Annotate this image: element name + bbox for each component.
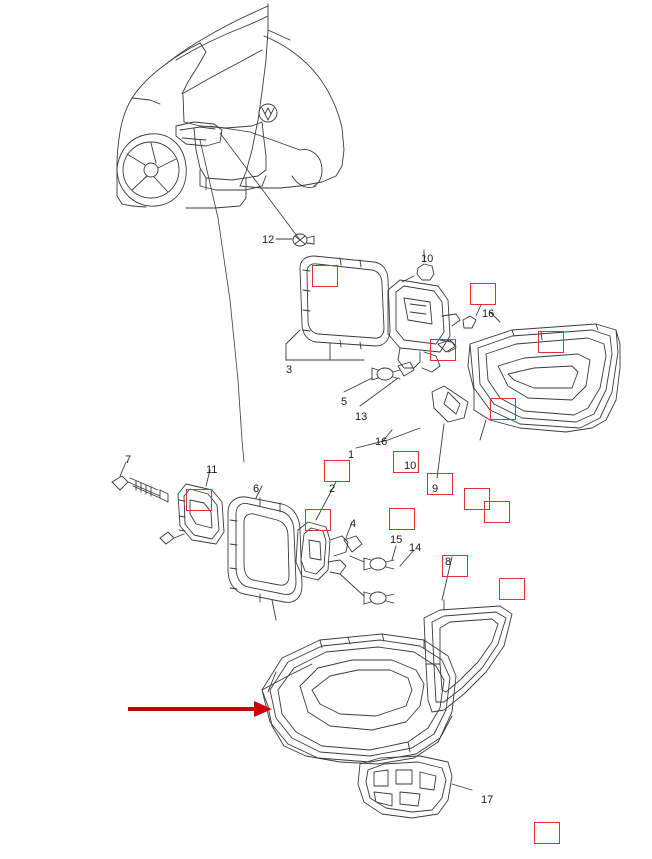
highlight-strip-mid: [427, 473, 453, 495]
part-7-screw-bolt: [111, 461, 169, 503]
callout-5: 5: [341, 396, 348, 408]
callout-10-upper: 10: [421, 253, 434, 265]
leader-lines: [199, 125, 301, 463]
part-12-screw: [275, 233, 315, 247]
part-8-trim-right: [423, 556, 513, 713]
callout-1: 1: [348, 449, 355, 461]
callout-6: 6: [253, 483, 260, 495]
part-13-bulb-socket: [359, 361, 415, 407]
highlight-seal-left: [186, 489, 212, 511]
part-16-clip-upper: [437, 304, 482, 353]
part-5-bulb: [343, 367, 401, 393]
callout-14: 14: [409, 542, 422, 554]
callout-2: 2: [329, 483, 336, 495]
highlight-bulb-lower: [389, 508, 415, 530]
highlight-lens-upper-inner: [490, 398, 516, 420]
part-3-seal-upper: [285, 255, 391, 361]
highlight-callout-16-upper: [470, 283, 496, 305]
highlight-clip-row-c: [484, 501, 510, 523]
callout-9: 9: [432, 483, 439, 495]
callout-11: 11: [206, 464, 218, 476]
callout-16-mid: 16: [375, 436, 388, 448]
callout-4: 4: [350, 518, 357, 530]
part-1-leader: [355, 427, 421, 449]
callout-3: 3: [286, 364, 293, 376]
highlight-lens-upper-top: [538, 331, 564, 353]
tail-light-lens-upper: [467, 311, 621, 441]
part-11-seal-left: [159, 469, 225, 545]
tail-light-lens-lower: [261, 633, 457, 765]
highlight-seal-upper: [312, 265, 338, 287]
part-2-bulb-carrier-lower: [295, 481, 353, 581]
part-14-15-bulbs-lower: [339, 535, 415, 605]
callout-17: 17: [481, 794, 494, 806]
highlight-bracket-lower: [442, 555, 468, 577]
part-17-bracket: [357, 755, 473, 819]
callout-16-upper: 16: [482, 308, 495, 320]
highlight-clip-lower: [499, 578, 525, 600]
highlight-bulb-holder-upper: [430, 339, 456, 361]
part-6-gasket-lower: [227, 485, 303, 621]
highlight-clip-row-b: [464, 488, 490, 510]
callout-13: 13: [355, 411, 368, 423]
highlight-callout-16-mid: [393, 451, 419, 473]
highlight-gasket-lower: [305, 509, 331, 531]
callout-12: 12: [262, 234, 275, 246]
part-9-reflector-strip: [431, 385, 469, 479]
callout-8: 8: [445, 556, 452, 568]
callout-10-mid: 10: [404, 460, 417, 472]
highlight-corner-bottom: [534, 822, 560, 844]
callout-7: 7: [125, 454, 132, 466]
callout-15: 15: [390, 534, 403, 546]
highlight-clip-row-a: [324, 460, 350, 482]
